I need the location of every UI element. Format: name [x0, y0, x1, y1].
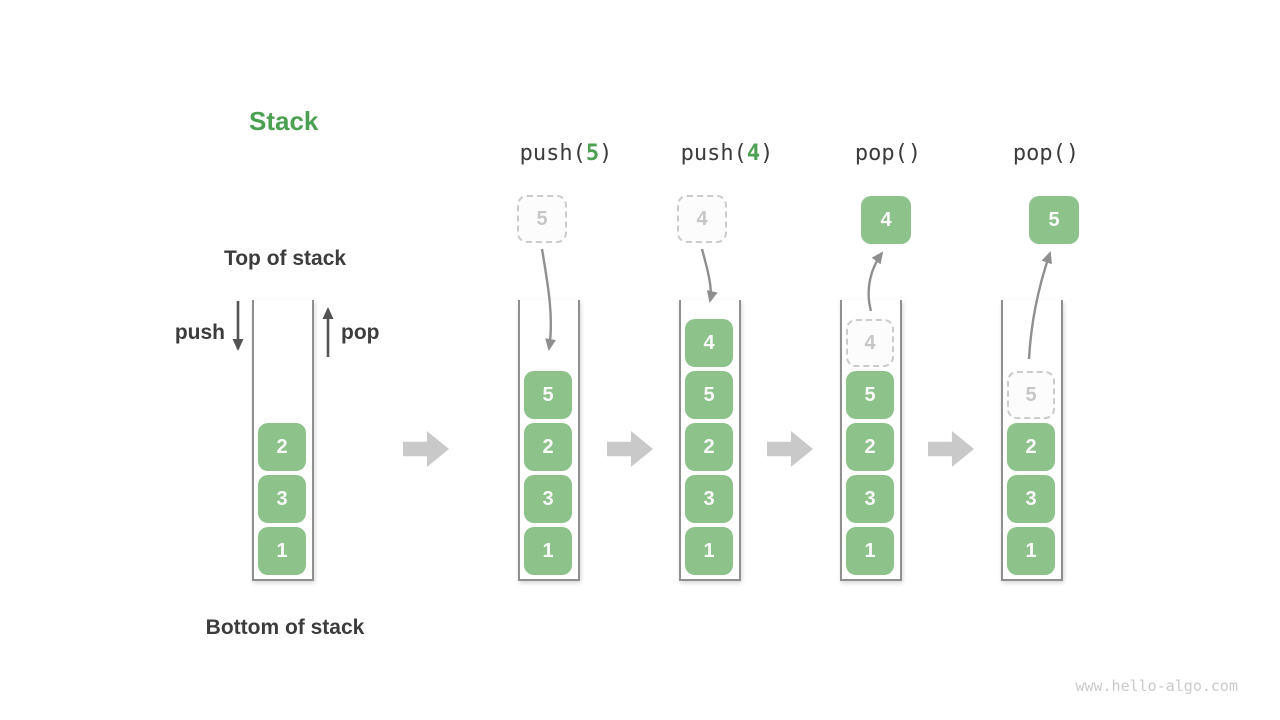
stack-block: 3: [685, 475, 733, 523]
floating-box-step1: 5: [517, 195, 567, 243]
stack-block: 1: [258, 527, 306, 575]
transition-arrow-icon: [403, 431, 449, 467]
stack-block: 2: [524, 423, 572, 471]
floating-box-step2: 4: [677, 195, 727, 243]
op-header-pop-1: pop(): [855, 141, 921, 166]
stack-block: 2: [1007, 423, 1055, 471]
transition-arrow-icon: [767, 431, 813, 467]
op-text: ): [760, 141, 774, 166]
ghost-stack-block: 4: [846, 319, 894, 367]
top-of-stack-label: Top of stack: [223, 247, 347, 270]
op-header-push-5: push(5): [520, 141, 613, 166]
op-text: pop(: [1012, 141, 1066, 166]
op-arg: 4: [746, 141, 761, 166]
push-label: push: [174, 321, 225, 344]
op-text: ): [1065, 141, 1080, 166]
stack-block: 1: [685, 527, 733, 575]
stack-block: 3: [524, 475, 572, 523]
stack-block: 2: [685, 423, 733, 471]
floating-box-step3: 4: [861, 196, 911, 244]
op-text: push(: [680, 141, 747, 166]
op-arg: 5: [585, 141, 600, 166]
pop-label: pop: [341, 321, 380, 344]
stack-block: 1: [846, 527, 894, 575]
transition-arrow-icon: [607, 431, 653, 467]
op-text: push(: [519, 141, 586, 166]
stack-block: 3: [1007, 475, 1055, 523]
watermark: www.hello-algo.com: [1075, 677, 1238, 695]
stack-block: 5: [846, 371, 894, 419]
stack-block: 3: [258, 475, 306, 523]
diagram-title: Stack: [249, 106, 319, 136]
stack-block: 4: [685, 319, 733, 367]
op-text: pop(: [854, 141, 908, 166]
op-text: ): [907, 141, 922, 166]
stack-block: 1: [1007, 527, 1055, 575]
stack-block: 1: [524, 527, 572, 575]
op-header-push-4: push(4): [681, 141, 774, 166]
push-4-curve-arrow-icon: [700, 248, 718, 303]
ghost-stack-block: 5: [1007, 371, 1055, 419]
stack-block: 2: [258, 423, 306, 471]
transition-arrow-icon: [928, 431, 974, 467]
stack-block: 3: [846, 475, 894, 523]
bottom-of-stack-label: Bottom of stack: [205, 616, 365, 639]
op-header-pop-2: pop(): [1013, 141, 1079, 166]
stack-block: 2: [846, 423, 894, 471]
stack-block: 5: [524, 371, 572, 419]
pushed-value-box: 5: [517, 195, 567, 243]
popped-value-box: 4: [861, 196, 911, 244]
popped-value-box: 5: [1029, 196, 1079, 244]
pushed-value-box: 4: [677, 195, 727, 243]
op-text: ): [599, 141, 613, 166]
stack-block: 5: [685, 371, 733, 419]
floating-box-step4: 5: [1029, 196, 1079, 244]
